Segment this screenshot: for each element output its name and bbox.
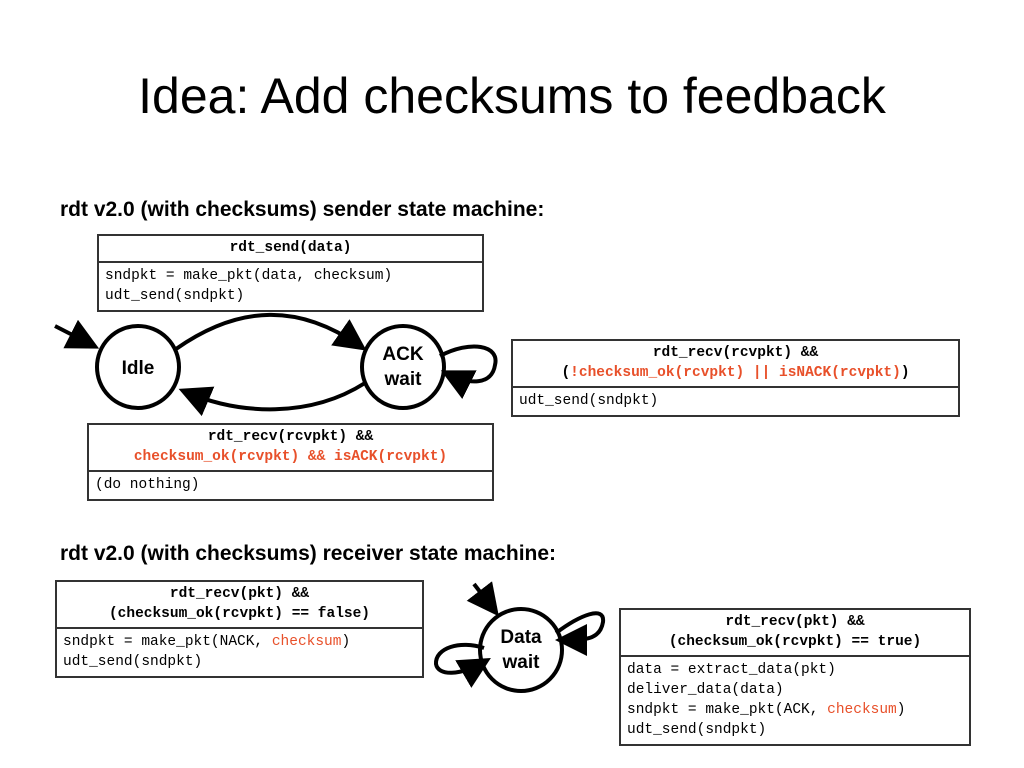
retry-event-close: ) (900, 365, 910, 381)
retry-event-condition: !checksum_ok(rcvpkt) || isNACK(rcvpkt) (570, 365, 901, 381)
data-wait-label-1: Data (500, 627, 542, 648)
idle-entry-arrow (54, 319, 100, 349)
data-wait-state (478, 607, 564, 693)
retry-action: udt_send(sndpkt) (519, 393, 659, 409)
ack-transition-box: rdt_recv(rcvpkt) && checksum_ok(rcvpkt) … (87, 423, 494, 501)
send-action-2: udt_send(sndpkt) (105, 288, 245, 304)
bad-self-loop-arrow (434, 642, 491, 688)
bad-action-1-checksum: checksum (271, 634, 342, 650)
sender-heading: rdt v2.0 (with checksums) sender state m… (60, 198, 545, 221)
data-wait-label-2: wait (502, 652, 541, 673)
send-transition-arrow (174, 312, 367, 351)
bad-event-line-2: (checksum_ok(rcvpkt) == false) (108, 606, 371, 622)
good-action-2: deliver_data(data) (627, 682, 784, 698)
retry-self-loop-arrow (439, 344, 498, 400)
good-action-4: udt_send(sndpkt) (627, 722, 767, 738)
slide-title: Idea: Add checksums to feedback (138, 68, 886, 124)
ack-action: (do nothing) (95, 477, 200, 493)
send-action-1: sndpkt = make_pkt(data, checksum) (105, 268, 393, 284)
idle-state-label: Idle (122, 358, 155, 379)
retry-event-line-1: rdt_recv(rcvpkt) && (652, 345, 819, 361)
data-entry-arrow (466, 581, 499, 617)
ack-event-line-1: rdt_recv(rcvpkt) && (207, 429, 374, 445)
ack-event-condition: checksum_ok(rcvpkt) && isACK(rcvpkt) (133, 449, 448, 465)
bad-action-2: udt_send(sndpkt) (63, 654, 203, 670)
good-action-3-checksum: checksum (827, 702, 897, 718)
good-action-3-post: ) (896, 702, 906, 718)
good-action-1: data = extract_data(pkt) (627, 662, 836, 678)
send-transition-box: rdt_send(data) sndpkt = make_pkt(data, c… (97, 234, 484, 312)
ack-transition-arrow (178, 381, 367, 417)
ack-wait-state (360, 324, 446, 410)
send-event: rdt_send(data) (99, 236, 482, 263)
good-event-line-1: rdt_recv(pkt) && (725, 614, 865, 630)
good-event-line-2: (checksum_ok(rcvpkt) == true) (668, 634, 922, 650)
retry-event-open: ( (561, 365, 571, 381)
idle-state (95, 324, 181, 410)
bad-action-1-pre: sndpkt = make_pkt(NACK, (63, 634, 272, 650)
ack-wait-label-2: wait (384, 369, 423, 390)
good-checksum-box: rdt_recv(pkt) && (checksum_ok(rcvpkt) ==… (619, 608, 971, 746)
bad-event-line-1: rdt_recv(pkt) && (169, 586, 310, 602)
good-self-loop-arrow (554, 611, 606, 656)
good-action-3-pre: sndpkt = make_pkt(ACK, (627, 702, 828, 718)
ack-wait-label-1: ACK (382, 344, 423, 365)
bad-checksum-box: rdt_recv(pkt) && (checksum_ok(rcvpkt) ==… (55, 580, 424, 678)
retry-transition-box: rdt_recv(rcvpkt) && (!checksum_ok(rcvpkt… (511, 339, 960, 417)
bad-action-1-post: ) (341, 634, 351, 650)
receiver-heading: rdt v2.0 (with checksums) receiver state… (60, 542, 557, 565)
